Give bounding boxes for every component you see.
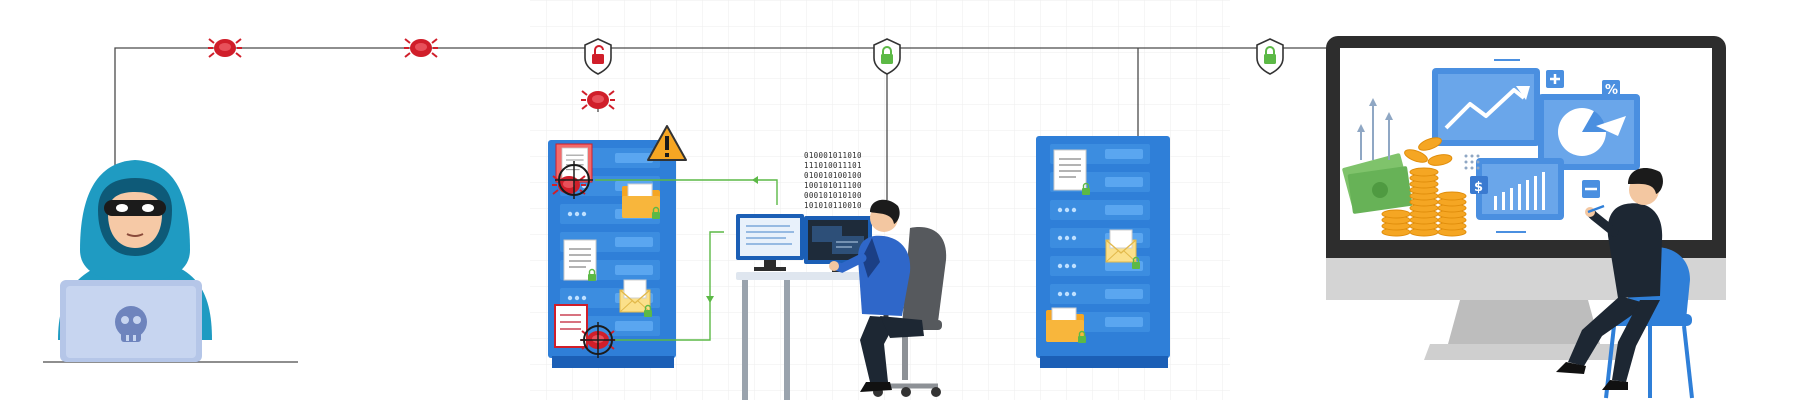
binary-line: 111010011101: [804, 161, 862, 170]
computer-monitor-icon: [736, 214, 804, 271]
open-lock-shield-icon: [584, 38, 612, 75]
locked-shield-icon: [873, 38, 901, 75]
envelope-icon: [1105, 229, 1137, 263]
data-flow-lines: [595, 179, 778, 341]
crosshair-icon: [551, 161, 593, 199]
binary-line: 100101011100: [804, 181, 862, 190]
binary-line: 101010110010: [804, 201, 862, 210]
binary-line: 010001011010: [804, 151, 862, 160]
server-rack-icon: [1036, 136, 1170, 368]
analyst-icon: [829, 199, 924, 392]
hacker-icon: [58, 160, 212, 362]
document-icon: [1053, 149, 1087, 191]
warning-icon: [647, 125, 687, 161]
crosshair-icon: [580, 322, 616, 358]
arrow-icon: [752, 176, 758, 184]
cash-icon: [1342, 153, 1413, 214]
svg-text:$: $: [1474, 180, 1483, 195]
dashboard-icon: % $: [1432, 59, 1640, 233]
locked-shield-icon: [1256, 38, 1284, 75]
binary-line: 010010100100: [804, 171, 862, 180]
arrow-icon: [706, 296, 714, 303]
coin-stack-icon: [1381, 137, 1467, 237]
binary-stream: 010001011010 111010011101 010010100100 1…: [804, 151, 862, 210]
presenter-icon: [1556, 168, 1663, 390]
growth-arrows-icon: [1357, 98, 1480, 170]
binary-line: 000101010100: [804, 191, 862, 200]
